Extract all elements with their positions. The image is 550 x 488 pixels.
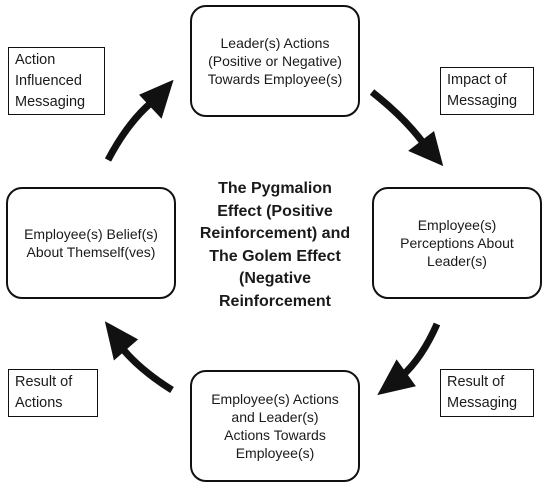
node-leader-actions: Leader(s) Actions (Positive or Negative)… [190,5,360,117]
title-line: Reinforcement [218,292,332,310]
title-line: The Golem Effect [209,247,341,265]
node-employee-perceptions: Employee(s) Perceptions About Leader(s) [372,187,542,299]
label-text: Messaging [447,395,518,411]
label-text: Messaging [15,94,86,110]
label-text: Result of [447,374,505,390]
label-action-influenced-messaging: Action Influenced Messaging [8,47,105,115]
node-employee-leader-actions: Employee(s) Actions and Leader(s) Action… [190,370,360,482]
node-text: Employee(s) Actions [211,391,339,407]
node-text: Towards Employee(s) [207,71,343,87]
label-result-of-messaging: Result of Messaging [440,369,534,417]
title-line: Effect (Positive [217,202,333,220]
label-text: Result of [15,374,73,390]
node-text: Leader(s) [427,253,487,269]
title-line: The Pygmalion [218,180,332,197]
label-text: Influenced [15,73,82,89]
label-result-of-actions: Result of Actions [8,369,98,417]
node-text: and Leader(s) [231,409,319,425]
title-line: (Negative [238,270,312,287]
node-text: Employee(s) Belief(s) [24,226,158,242]
label-text: Messaging [447,93,518,109]
node-employee-beliefs: Employee(s) Belief(s) About Themself(ves… [6,187,176,299]
title-line: Reinforcement) and [199,225,351,242]
label-impact-of-messaging: Impact of Messaging [440,67,534,115]
arrow-bottom-to-left [104,321,174,393]
arrow-left-to-top [104,79,174,162]
node-text: Employee(s) [417,217,497,233]
arrow-top-to-right [369,89,444,167]
node-text: Perceptions About [400,235,514,251]
arrow-right-to-bottom [377,322,441,396]
node-text: Employee(s) [235,445,315,461]
center-title: The Pygmalion Effect (Positive Reinforce… [190,178,360,313]
node-text: (Positive or Negative) [208,53,342,69]
node-text: About Themself(ves) [26,244,156,260]
label-text: Action [15,52,56,68]
label-text: Impact of [447,72,507,88]
node-text: Leader(s) Actions [220,35,330,51]
label-text: Actions [15,395,63,411]
node-text: Actions Towards [224,427,326,443]
